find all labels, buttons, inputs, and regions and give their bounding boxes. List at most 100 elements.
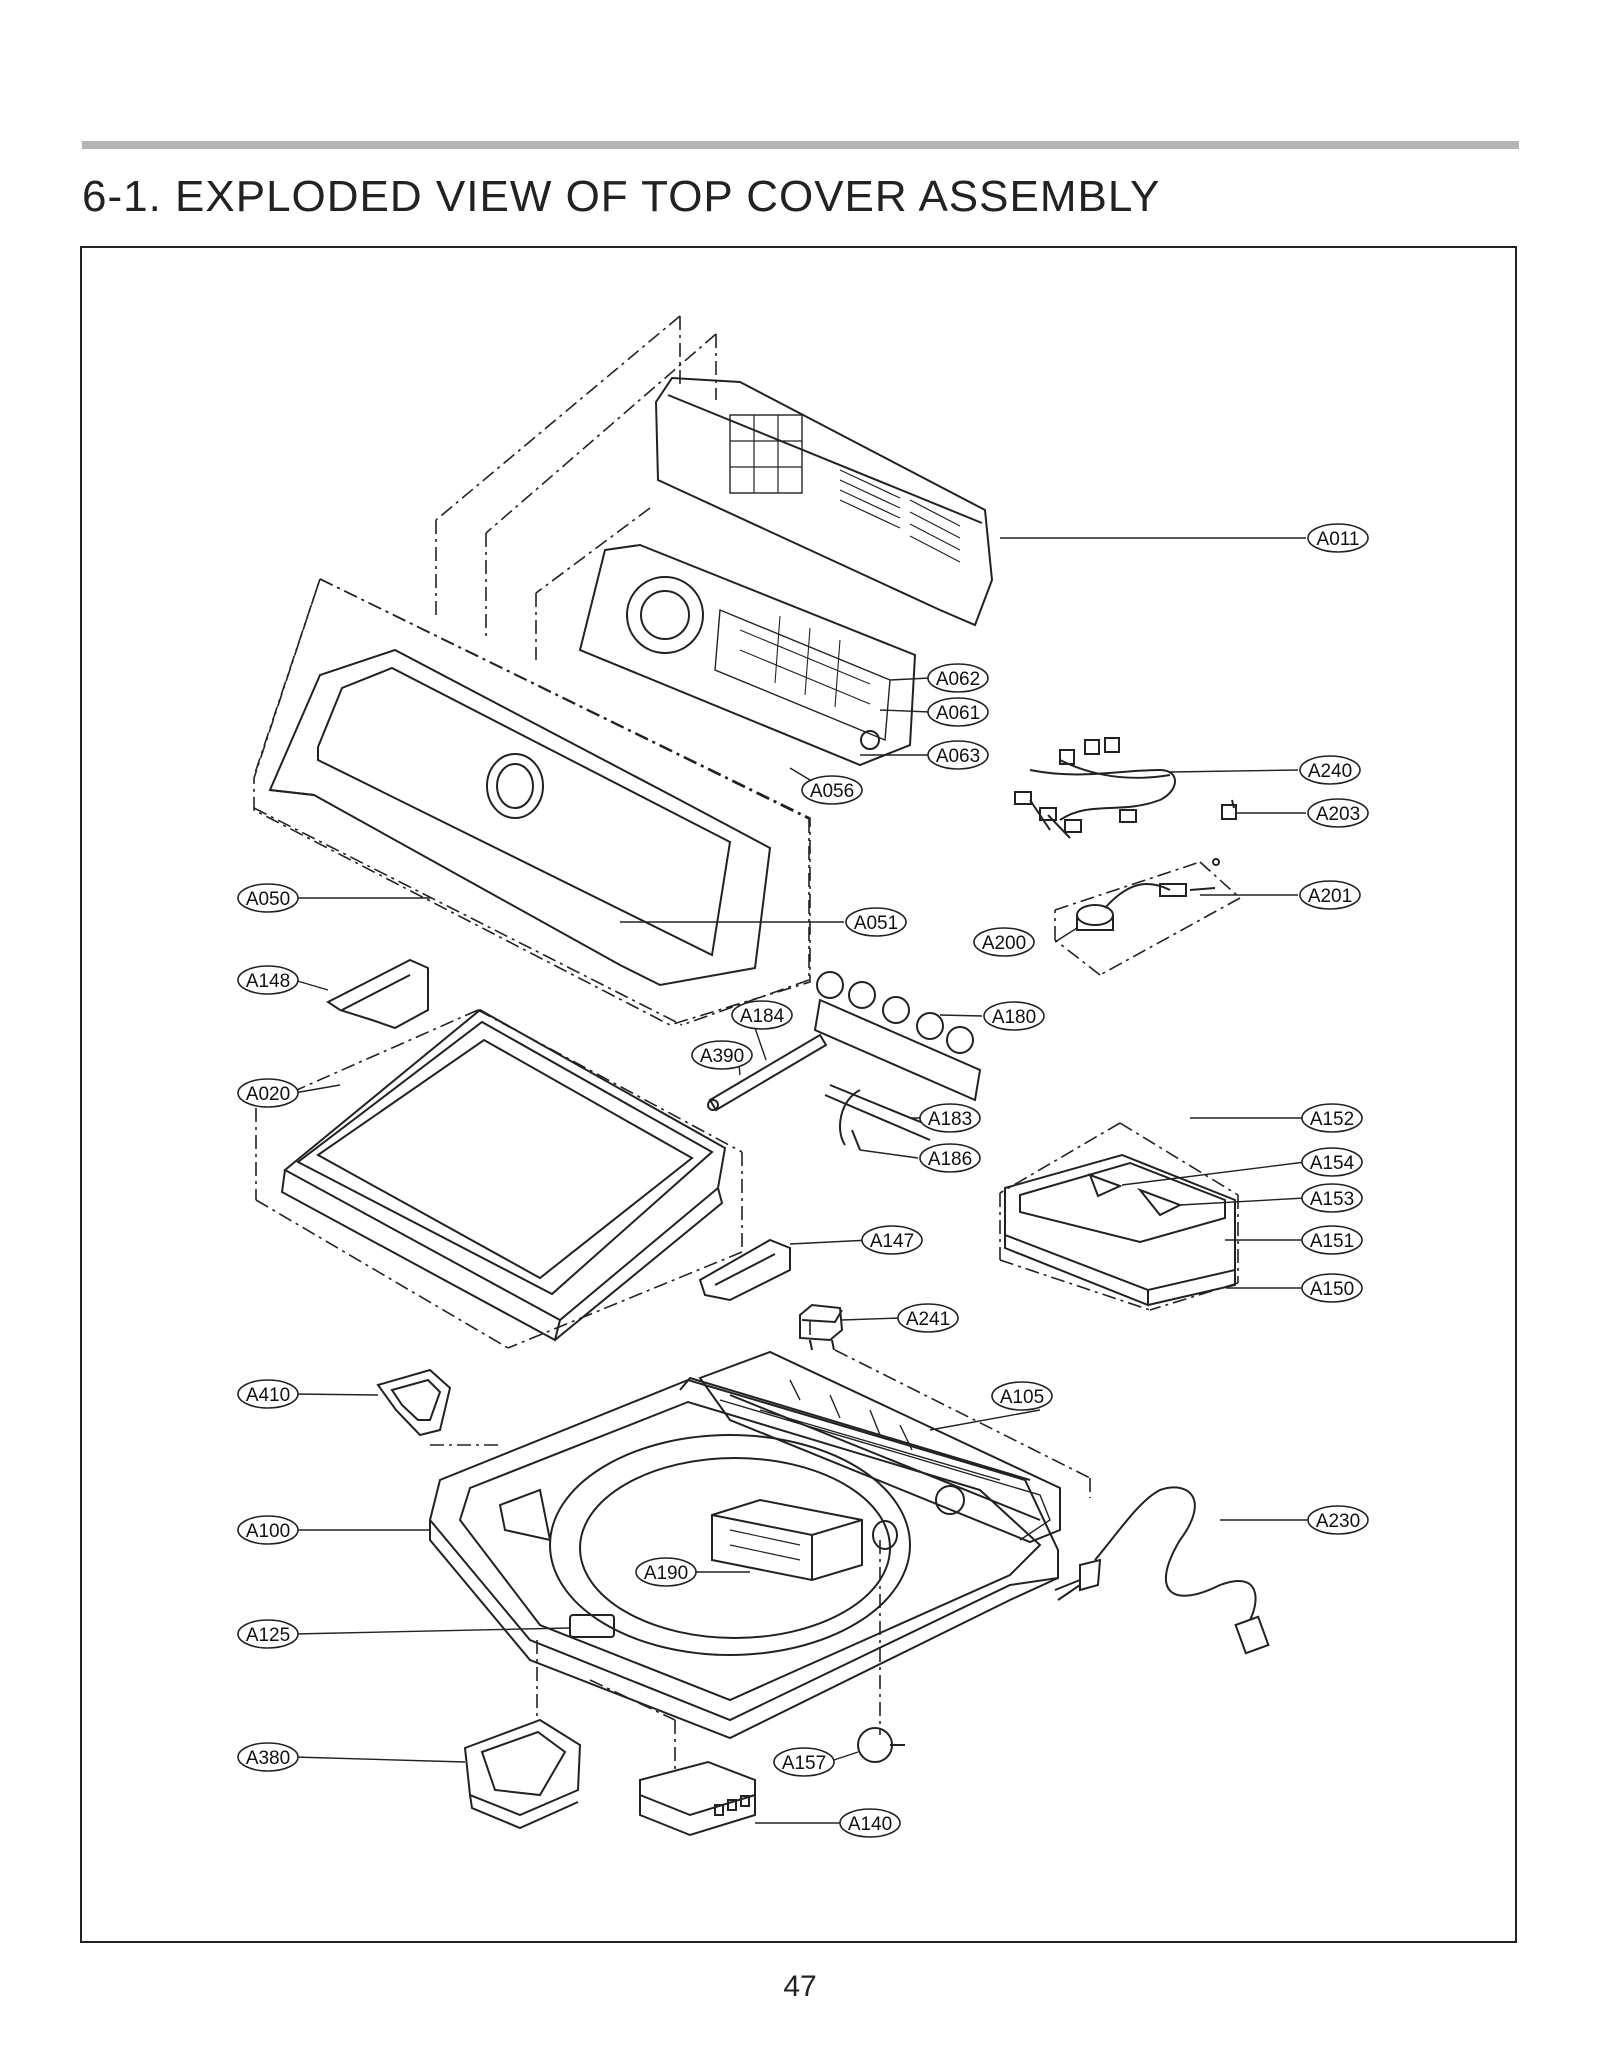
callout-a200: A200 — [973, 927, 1035, 957]
callout-a380: A380 — [237, 1742, 299, 1772]
callout-a157: A157 — [773, 1747, 835, 1777]
callout-bubble — [991, 1381, 1053, 1411]
callout-label: A150 — [1310, 1279, 1354, 1300]
rear-panel-part — [654, 376, 994, 627]
callout-bubble — [1307, 523, 1369, 553]
callout-a152: A152 — [1301, 1103, 1363, 1133]
callout-a125: A125 — [237, 1619, 299, 1649]
control-pcb-part — [578, 543, 917, 767]
callout-label: A100 — [246, 1521, 290, 1542]
rod-part — [707, 1033, 828, 1112]
callout-a151: A151 — [1301, 1225, 1363, 1255]
callout-bubble — [839, 1808, 901, 1838]
callout-bubble — [237, 1379, 299, 1409]
lid-part — [280, 1008, 727, 1342]
control-panel-bezel-part — [268, 648, 772, 987]
callout-bubble — [1301, 1183, 1363, 1213]
callout-bubble — [1301, 1147, 1363, 1177]
callout-bubble — [635, 1557, 697, 1587]
callout-bubble — [1299, 880, 1361, 910]
callout-a154: A154 — [1301, 1147, 1363, 1177]
top-rule — [82, 141, 1519, 149]
top-cover-part — [428, 1376, 1059, 1740]
callout-a100: A100 — [237, 1515, 299, 1545]
callout-a105: A105 — [991, 1381, 1053, 1411]
callout-a020: A020 — [237, 1078, 299, 1108]
callout-a148: A148 — [237, 965, 299, 995]
guide-lines — [253, 315, 1241, 1770]
callout-label: A240 — [1308, 761, 1352, 782]
callout-label: A105 — [1000, 1387, 1044, 1408]
callout-label: A063 — [936, 746, 980, 767]
callout-label: A410 — [246, 1385, 290, 1406]
callout-a063: A063 — [927, 740, 989, 770]
callout-bubble — [773, 1747, 835, 1777]
callout-label: A062 — [936, 669, 980, 690]
callout-a180: A180 — [983, 1001, 1045, 1031]
callout-bubble — [1307, 1505, 1369, 1535]
callout-label: A140 — [848, 1814, 892, 1835]
pressure-sensor-part — [1076, 858, 1220, 931]
callout-label: A061 — [936, 703, 980, 724]
callout-bubble — [691, 1040, 753, 1070]
callout-bubble — [927, 697, 989, 727]
callout-a410: A410 — [237, 1379, 299, 1409]
callout-label: A151 — [1310, 1231, 1354, 1252]
callout-label: A020 — [246, 1084, 290, 1105]
bracket-left-part — [326, 958, 429, 1030]
callout-a190: A190 — [635, 1557, 697, 1587]
diagram-frame — [80, 246, 1517, 1943]
callout-bubble — [237, 1619, 299, 1649]
callout-bubble — [919, 1143, 981, 1173]
callout-bubble — [919, 1103, 981, 1133]
callout-bubble — [983, 1001, 1045, 1031]
callout-label: A147 — [870, 1231, 914, 1252]
callout-label: A148 — [246, 971, 290, 992]
callout-bubble — [927, 740, 989, 770]
bezel-outline — [253, 577, 811, 1026]
callout-bubble — [1301, 1225, 1363, 1255]
callout-a147: A147 — [861, 1225, 923, 1255]
callout-bubble — [861, 1225, 923, 1255]
callout-a050: A050 — [237, 883, 299, 913]
dispenser-housing-part — [698, 1350, 1061, 1544]
callout-label: A184 — [740, 1006, 785, 1027]
callout-a153: A153 — [1301, 1183, 1363, 1213]
callout-a201: A201 — [1299, 880, 1361, 910]
callout-bubble — [237, 1078, 299, 1108]
callout-label: A154 — [1310, 1153, 1355, 1174]
power-cord-part — [1054, 1486, 1270, 1655]
callout-a203: A203 — [1307, 798, 1369, 828]
callout-bubble — [927, 663, 989, 693]
callout-bubble — [845, 907, 907, 937]
page-number: 47 — [783, 1970, 817, 2003]
callout-bubble — [731, 1000, 793, 1030]
callout-label: A051 — [854, 913, 898, 934]
callout-a183: A183 — [919, 1103, 981, 1133]
callout-label: A050 — [246, 889, 290, 910]
callout-label: A183 — [928, 1109, 972, 1130]
leader-lines — [293, 537, 1310, 1824]
callout-label: A153 — [1310, 1189, 1354, 1210]
callout-label: A390 — [700, 1046, 744, 1067]
callout-bubble — [1301, 1103, 1363, 1133]
callout-bubble — [801, 775, 863, 805]
callout-bubble — [237, 883, 299, 913]
callout-label: A180 — [992, 1007, 1036, 1028]
switch-box-part — [639, 1760, 756, 1837]
dispenser-tray-part — [711, 1498, 863, 1582]
callout-a240: A240 — [1299, 755, 1361, 785]
page-title: 6-1. EXPLODED VIEW OF TOP COVER ASSEMBLY — [82, 172, 1161, 221]
callout-label: A241 — [906, 1309, 950, 1330]
callout-label: A201 — [1308, 886, 1352, 907]
callout-bubble — [237, 1742, 299, 1772]
callout-a186: A186 — [919, 1143, 981, 1173]
callout-a184: A184 — [731, 1000, 793, 1030]
callout-label: A056 — [810, 781, 854, 802]
callout-label: A190 — [644, 1563, 688, 1584]
callout-bubble — [973, 927, 1035, 957]
callout-a011: A011 — [1307, 523, 1369, 553]
filter-cup-part — [376, 1368, 452, 1437]
